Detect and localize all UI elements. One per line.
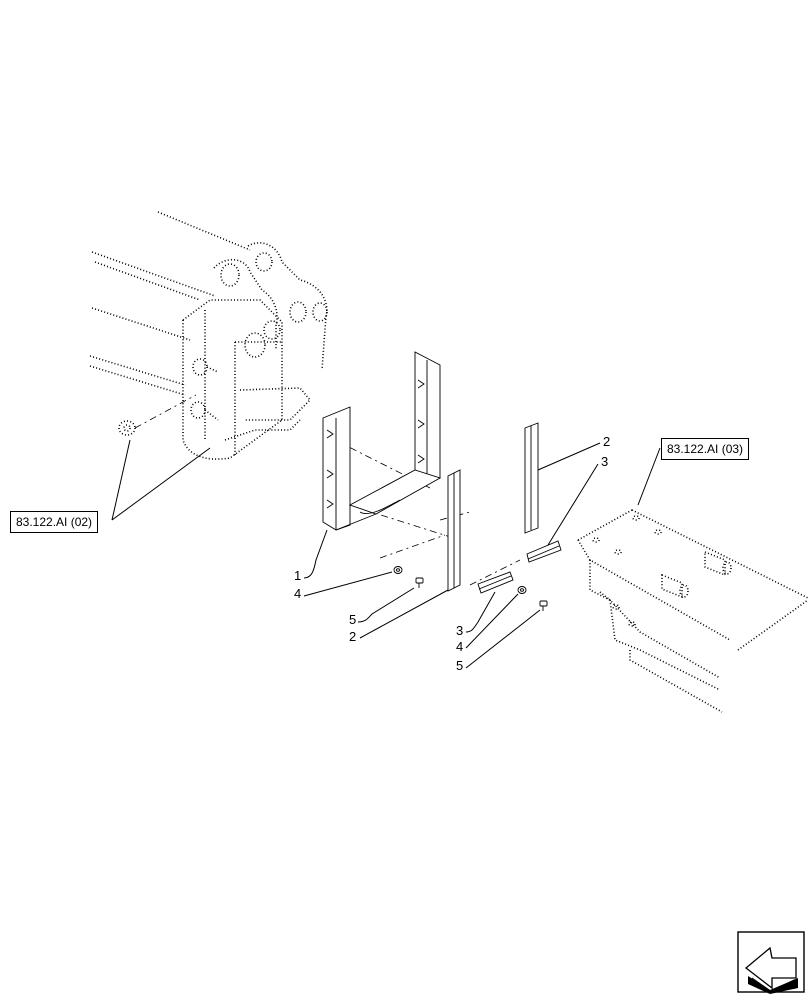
callout-part-2: 2 [603,434,611,449]
callout-part-3: 3 [601,454,609,469]
callout-part-3: 3 [456,623,464,638]
washer-right [517,586,527,594]
bolt-left [415,577,424,588]
u-bracket-part [322,351,442,531]
alignment-line [469,559,521,586]
frame-assembly [577,509,809,713]
bolt-right [539,600,548,611]
boom-end-assembly [89,211,328,460]
callout-part-4: 4 [456,639,464,654]
callout-part-1: 1 [294,568,302,583]
alignment-line [379,534,446,559]
next-page-arrow-icon[interactable] [737,931,805,994]
reference-box-right[interactable]: 83.122.AI (03) [661,438,750,460]
alignment-line [364,509,461,541]
alignment-line [134,394,197,429]
reference-box-left[interactable]: 83.122.AI (02) [10,511,99,533]
wear-strip-right [524,422,539,534]
callout-part-5: 5 [349,612,357,627]
callout-part-4: 4 [294,586,302,601]
callout-part-2: 2 [349,629,357,644]
leader-lines [111,439,661,669]
washer-left [393,566,403,574]
callout-part-5: 5 [456,658,464,673]
shim-right [526,540,562,563]
alignment-line [439,511,471,521]
